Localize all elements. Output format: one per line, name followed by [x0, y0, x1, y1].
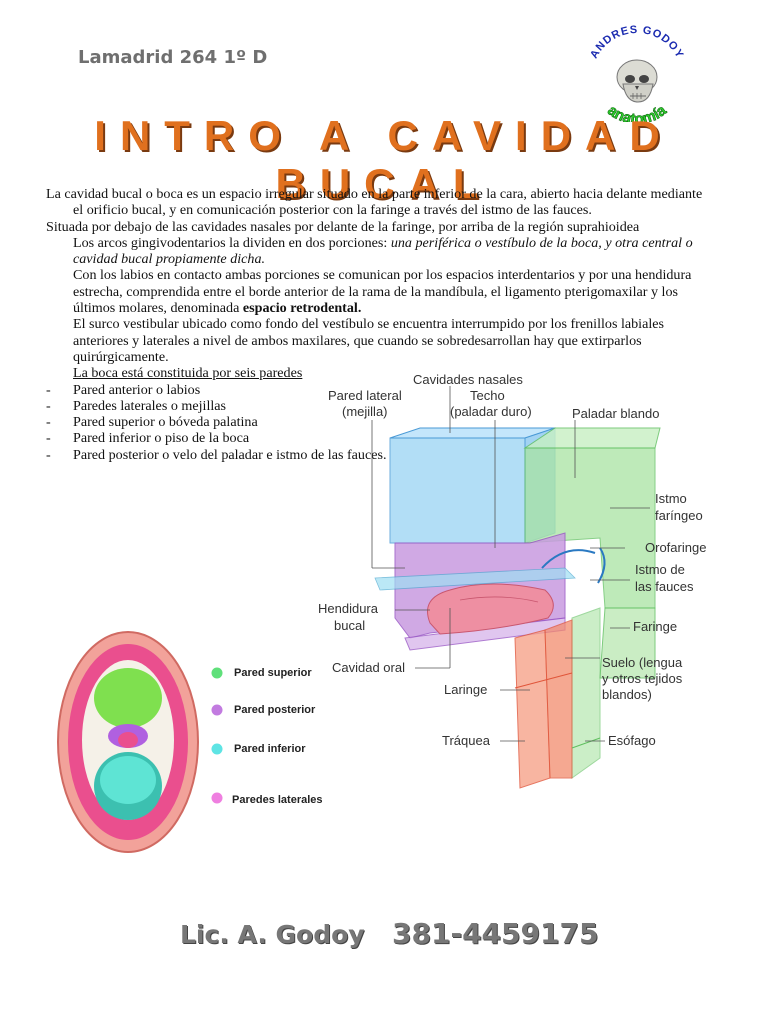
svg-text:ANDRES GODOY: ANDRES GODOY [588, 24, 686, 61]
label-cavidades-nasales: Cavidades nasales [413, 372, 523, 387]
label-paladar-duro: (paladar duro) [450, 404, 532, 419]
label-faringeo: faríngeo [655, 508, 703, 523]
label-mejilla: (mejilla) [342, 404, 388, 419]
label-istmo-de: Istmo de [635, 562, 685, 577]
logo: ANDRES GODOY anatomía [588, 24, 686, 122]
label-techo: Techo [470, 388, 505, 403]
label-las-fauces: las fauces [635, 579, 694, 594]
logo-text-top: ANDRES GODOY [588, 24, 685, 61]
legend-posterior: Pared posterior [234, 704, 316, 716]
list-item-text: Pared superior o bóveda palatina [73, 414, 258, 431]
body-text: La cavidad bucal o boca es un espacio ir… [46, 186, 710, 463]
walls-title: La boca está constituida por seis parede… [73, 365, 303, 382]
list-item-text: Pared inferior o piso de la boca [73, 430, 250, 447]
label-suelo: Suelo (lengua [602, 655, 683, 670]
label-laringe: Laringe [444, 682, 487, 697]
paragraph-4-text: Con los labios en contacto ambas porcion… [73, 267, 692, 317]
svg-text:anatomía: anatomía [604, 102, 670, 122]
legend-superior: Pared superior [234, 667, 312, 679]
paragraph-3-italic: una periférica o vestíbulo de la boca, y… [73, 234, 693, 268]
paragraph-4: Con los labios en contacto ambas porcion… [46, 267, 710, 316]
legend-inferior: Pared inferior [234, 743, 306, 755]
walls-list: -Pared anterior o labios -Paredes latera… [46, 382, 710, 463]
legend-laterales: Paredes laterales [232, 794, 323, 806]
list-item: -Pared anterior o labios [46, 381, 201, 398]
paragraph-2: Situada por debajo de las cavidades nasa… [46, 218, 640, 235]
label-hendidura: Hendidura [318, 601, 379, 616]
paragraph-1: La cavidad bucal o boca es un espacio ir… [46, 186, 703, 219]
page-title: INTRO A CAVIDAD BUCAL [94, 112, 674, 207]
list-item-text: Paredes laterales o mejillas [73, 397, 227, 414]
label-blandos: blandos) [602, 687, 652, 702]
paragraph-5: El surco vestibular ubicado como fondo d… [73, 316, 665, 365]
footer-name: Lic. A. Godoy [180, 920, 365, 949]
label-paladar-blando: Paladar blando [572, 406, 659, 421]
oral-cavity-diagram: Pared lateral (mejilla) Cavidades nasale… [318, 372, 706, 789]
mouth-icon [57, 631, 199, 853]
paragraph-4-bold: espacio retrodental. [242, 300, 362, 317]
footer-phone: 381-4459175 [392, 917, 599, 950]
logo-text-bottom: anatomía [604, 101, 670, 122]
list-item: -Paredes laterales o mejillas [46, 397, 227, 414]
label-orofaringe: Orofaringe [645, 540, 706, 555]
label-pared-lateral: Pared lateral [328, 388, 402, 403]
open-mouth-illustration: Pared superior Pared posterior Pared inf… [57, 631, 323, 853]
address: Lamadrid 264 1º D [78, 47, 268, 68]
paragraph-3: Los arcos gingivodentarios la dividen en… [46, 235, 710, 268]
paragraph-3-text: Los arcos gingivodentarios la dividen en… [73, 234, 391, 251]
list-item-text: Pared posterior o velo del paladar e ist… [73, 446, 387, 463]
skull-icon [616, 59, 658, 103]
list-item: -Pared superior o bóveda palatina [46, 414, 258, 431]
list-item: -Pared inferior o piso de la boca [46, 430, 250, 447]
label-istmo: Istmo [655, 491, 687, 506]
label-bucal: bucal [334, 618, 365, 633]
list-item: -Pared posterior o velo del paladar e is… [46, 446, 387, 463]
list-item-text: Pared anterior o labios [73, 381, 201, 398]
label-cavidad-oral: Cavidad oral [332, 660, 405, 675]
label-faringe: Faringe [633, 619, 677, 634]
label-otros-tejidos: y otros tejidos [602, 671, 683, 686]
label-traquea: Tráquea [442, 733, 491, 748]
label-esofago: Esófago [608, 733, 656, 748]
